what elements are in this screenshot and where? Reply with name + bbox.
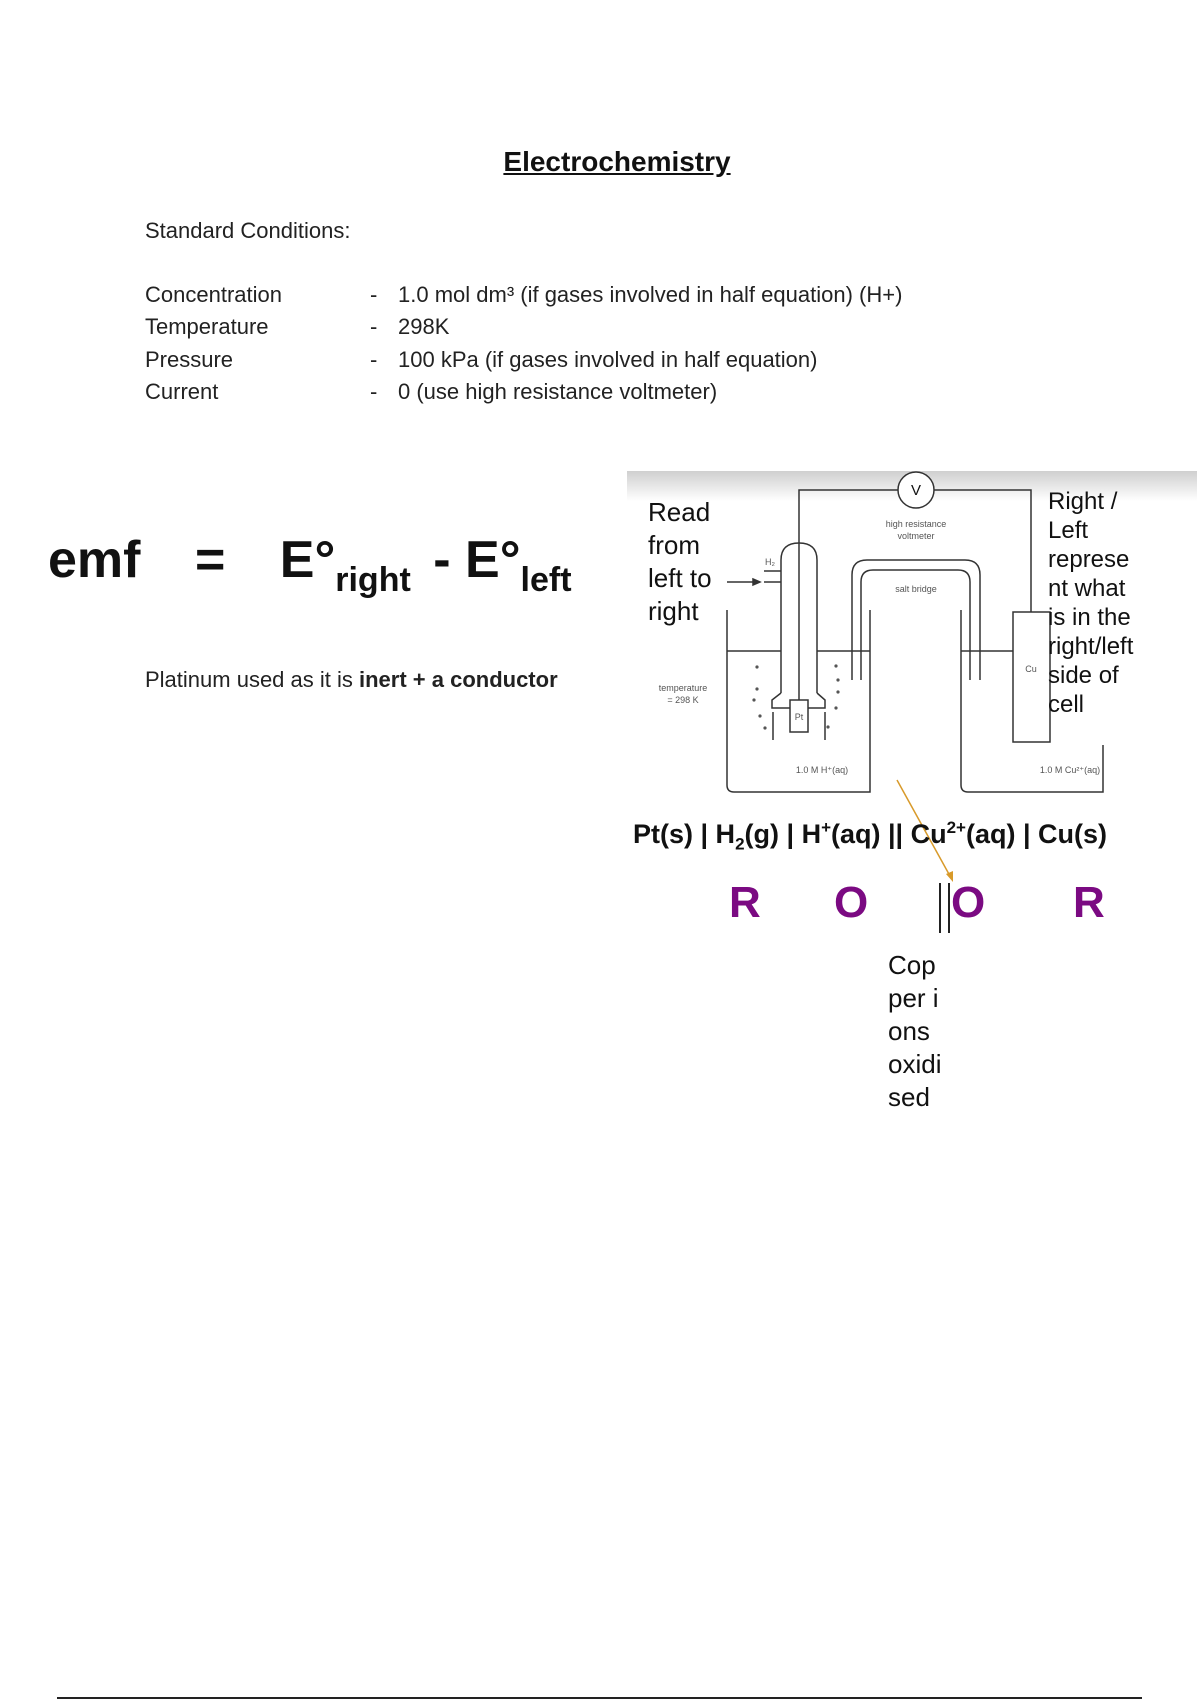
condition-label: Concentration <box>145 282 282 307</box>
condition-dash: - <box>370 347 378 372</box>
footer-divider <box>57 1697 1142 1699</box>
cell-notation-part: Pt(s) | H <box>633 819 736 849</box>
reduced-label: R <box>1073 878 1105 927</box>
e-standard-right: E° <box>279 531 336 589</box>
condition-dash: - <box>370 282 378 307</box>
read-direction-note: Read from left to right <box>648 497 712 626</box>
condition-dash: - <box>370 314 378 339</box>
hydrogen-gas-label: H₂ <box>765 557 775 567</box>
condition-dash: - <box>370 379 378 404</box>
platinum-note-bold: inert + a conductor <box>358 667 558 692</box>
salt-bridge-label: salt bridge <box>895 584 937 594</box>
copper-ions-note: Cop per ions oxidi sed <box>888 950 942 1112</box>
temperature-value: = 298 K <box>667 695 699 705</box>
cell-notation-sub: 2 <box>735 834 745 854</box>
electrochemical-cell-diagram: V high resistance voltmeter salt bridge … <box>627 471 1200 1112</box>
cu-electrode-label: Cu <box>1025 664 1037 674</box>
reduced-label: R <box>729 878 761 927</box>
cell-notation-part: (g) | H <box>744 819 822 849</box>
platinum-note: Platinum used as it is inert + a conduct… <box>145 667 558 693</box>
condition-label: Current <box>145 379 219 404</box>
condition-label: Pressure <box>145 347 234 372</box>
cell-notation: Pt(s) | H2(g) | H+(aq) || Cu2+(aq) | Cu(… <box>633 818 1107 854</box>
platinum-note-text: Platinum used as it is <box>145 667 359 692</box>
cell-drawing <box>627 471 1197 933</box>
right-solution-label: 1.0 M Cu²⁺(aq) <box>1039 765 1101 775</box>
condition-label: Temperature <box>145 314 269 339</box>
voltmeter-label: high resistance <box>885 519 947 529</box>
emf-equation: emf = E°right - E°left <box>48 530 572 600</box>
cell-notation-sup: + <box>821 818 831 837</box>
emf-lhs: emf <box>48 531 141 589</box>
cell-notation-part: (aq) | Cu(s) <box>965 819 1108 849</box>
condition-value: 0 (use high resistance voltmeter) <box>398 379 718 404</box>
emf-equals: = <box>194 531 226 589</box>
voltmeter-symbol: V <box>910 482 921 499</box>
subscript-left: left <box>520 561 572 599</box>
e-standard-left: E° <box>465 531 521 589</box>
cell-notation-sup: 2+ <box>946 818 966 837</box>
page-title: Electrochemistry <box>503 146 731 177</box>
temperature-label: temperature <box>658 683 708 693</box>
oxidised-label: O <box>951 878 986 927</box>
voltmeter-label-2: voltmeter <box>897 531 935 541</box>
oxidised-label: O <box>834 878 869 927</box>
subscript-right: right <box>335 561 411 599</box>
condition-value: 298K <box>398 314 450 339</box>
condition-value: 100 kPa (if gases involved in half equat… <box>398 347 818 372</box>
pt-electrode-label: Pt <box>794 712 804 722</box>
left-solution-label: 1.0 M H⁺(aq) <box>795 765 849 775</box>
standard-conditions-heading: Standard Conditions: <box>145 218 351 243</box>
right-left-note: Right / Left represe nt what is in the r… <box>1048 488 1134 718</box>
cell-notation-part: (aq) || Cu <box>831 819 947 849</box>
condition-value: 1.0 mol dm³ (if gases involved in half e… <box>398 282 903 307</box>
emf-minus: - <box>433 531 451 589</box>
